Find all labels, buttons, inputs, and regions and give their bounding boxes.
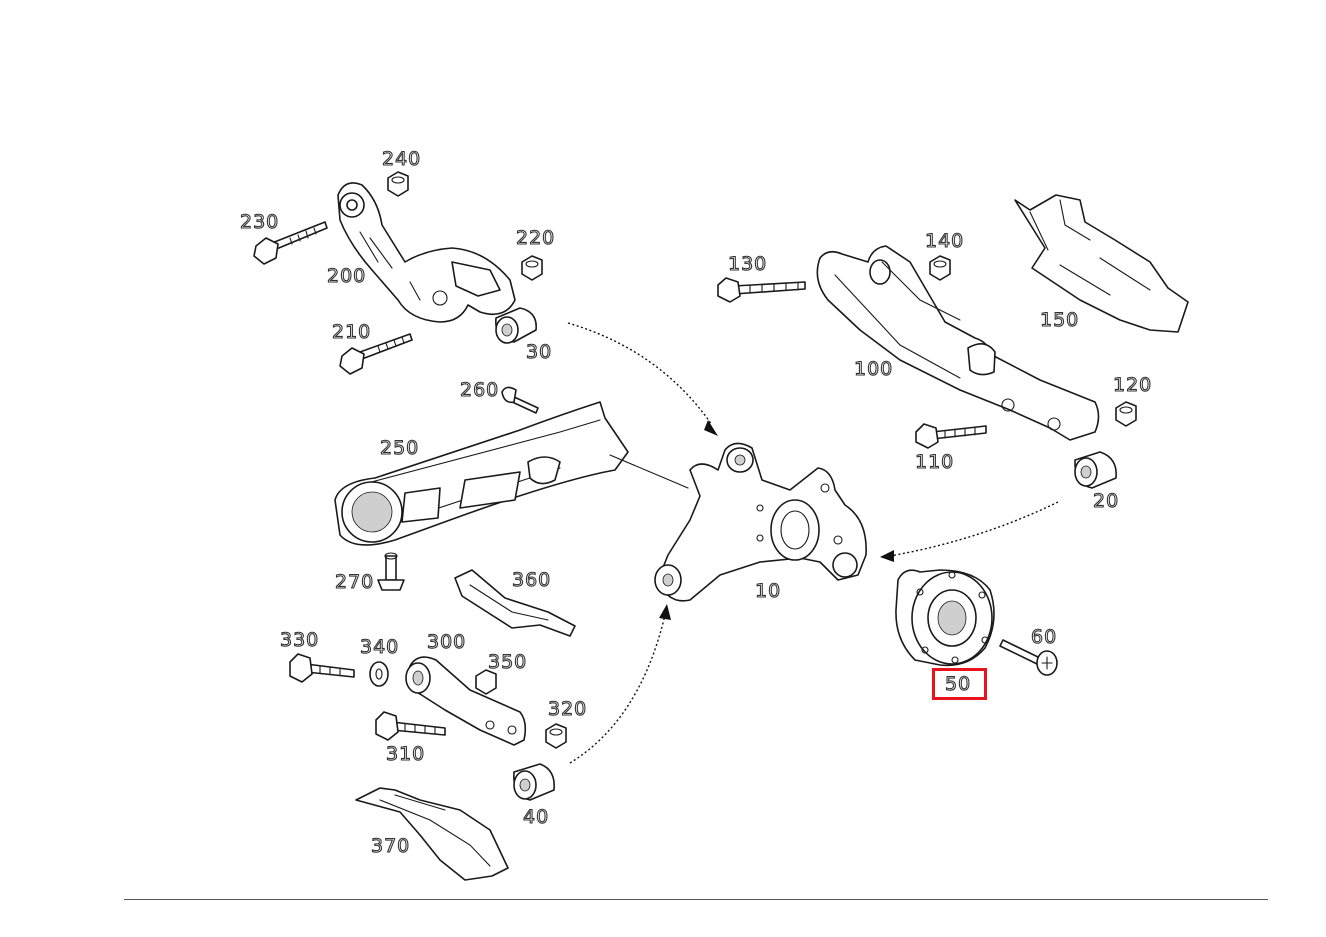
part-label-270[interactable]: 270 bbox=[334, 571, 375, 593]
nut-140[interactable] bbox=[929, 255, 951, 281]
bolt-230[interactable] bbox=[253, 221, 328, 265]
bushing-30[interactable] bbox=[495, 307, 537, 344]
nut-120[interactable] bbox=[1115, 401, 1137, 427]
bolt-310[interactable] bbox=[375, 711, 446, 741]
part-label-200[interactable]: 200 bbox=[326, 265, 367, 287]
part-label-350[interactable]: 350 bbox=[487, 651, 528, 673]
bolt-330[interactable] bbox=[289, 653, 355, 683]
part-label-360[interactable]: 360 bbox=[511, 569, 552, 591]
bolt-210[interactable] bbox=[339, 333, 413, 375]
bolt-260[interactable] bbox=[501, 386, 539, 414]
part-label-20[interactable]: 20 bbox=[1092, 490, 1120, 512]
bolt-110[interactable] bbox=[915, 423, 987, 449]
part-label-240[interactable]: 240 bbox=[381, 148, 422, 170]
bushing-20[interactable] bbox=[1074, 451, 1117, 489]
arm-300[interactable] bbox=[405, 656, 527, 746]
part-label-370[interactable]: 370 bbox=[370, 835, 411, 857]
shield-370[interactable] bbox=[355, 787, 509, 881]
part-label-220[interactable]: 220 bbox=[515, 227, 556, 249]
nut-350[interactable] bbox=[475, 669, 497, 695]
lower-control-arm-250[interactable] bbox=[334, 401, 629, 546]
part-label-320[interactable]: 320 bbox=[547, 698, 588, 720]
bracket-360[interactable] bbox=[454, 569, 576, 637]
part-label-150[interactable]: 150 bbox=[1039, 309, 1080, 331]
part-label-50[interactable]: 50 bbox=[944, 673, 972, 695]
washer-340[interactable] bbox=[369, 661, 389, 687]
part-label-260[interactable]: 260 bbox=[459, 379, 500, 401]
knuckle-10[interactable] bbox=[654, 442, 867, 602]
part-label-100[interactable]: 100 bbox=[853, 358, 894, 380]
bushing-40[interactable] bbox=[513, 763, 556, 801]
nut-220[interactable] bbox=[521, 255, 543, 281]
part-label-250[interactable]: 250 bbox=[379, 437, 420, 459]
part-label-110[interactable]: 110 bbox=[914, 451, 955, 473]
bolt-130[interactable] bbox=[717, 277, 806, 303]
part-label-30[interactable]: 30 bbox=[525, 341, 553, 363]
part-label-210[interactable]: 210 bbox=[331, 321, 372, 343]
part-label-330[interactable]: 330 bbox=[279, 629, 320, 651]
part-label-120[interactable]: 120 bbox=[1112, 374, 1153, 396]
assembly-arrows bbox=[567, 322, 1059, 764]
part-label-310[interactable]: 310 bbox=[385, 743, 426, 765]
part-label-10[interactable]: 10 bbox=[754, 580, 782, 602]
wheel-hub-50[interactable] bbox=[895, 569, 995, 667]
footer-divider bbox=[124, 899, 1268, 900]
nut-320[interactable] bbox=[545, 723, 567, 749]
part-label-40[interactable]: 40 bbox=[522, 806, 550, 828]
nut-240[interactable] bbox=[387, 171, 409, 197]
bolt-60[interactable] bbox=[999, 639, 1058, 676]
bolt-270[interactable] bbox=[377, 552, 405, 591]
part-label-340[interactable]: 340 bbox=[359, 636, 400, 658]
part-label-60[interactable]: 60 bbox=[1030, 626, 1058, 648]
upper-control-arm-200[interactable] bbox=[337, 182, 516, 323]
cover-150[interactable] bbox=[1014, 194, 1189, 333]
part-label-130[interactable]: 130 bbox=[727, 253, 768, 275]
part-label-140[interactable]: 140 bbox=[924, 230, 965, 252]
part-label-300[interactable]: 300 bbox=[426, 631, 467, 653]
subframe-arm-100[interactable] bbox=[816, 245, 1100, 441]
part-label-230[interactable]: 230 bbox=[239, 211, 280, 233]
selected-part-highlight bbox=[932, 668, 987, 700]
